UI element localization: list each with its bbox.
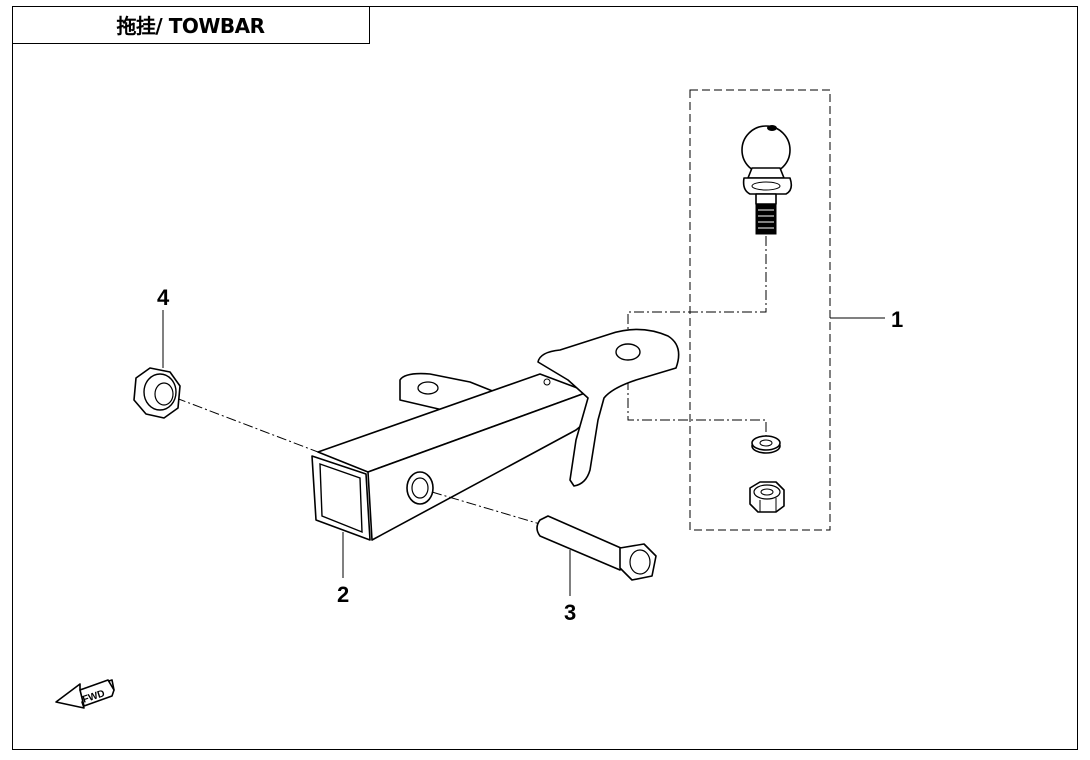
ball-axis-line bbox=[627, 236, 767, 340]
title-box: 拖挂/ TOWBAR bbox=[12, 6, 370, 44]
hitch-pin-bolt bbox=[536, 515, 657, 581]
callout-2: 2 bbox=[337, 582, 349, 607]
hex-nut-ball bbox=[749, 481, 785, 513]
forward-direction-arrow: FWD bbox=[55, 679, 115, 709]
nut-axis-line bbox=[627, 380, 767, 440]
callout-4: 4 bbox=[157, 285, 170, 310]
towbar-receiver bbox=[311, 328, 680, 541]
flange-nut bbox=[133, 367, 181, 419]
callout-1: 1 bbox=[891, 307, 903, 332]
washer-axis-line bbox=[175, 397, 319, 453]
hitch-ball bbox=[741, 125, 793, 235]
bolt-axis-line bbox=[431, 491, 541, 525]
diagram-title: 拖挂/ TOWBAR bbox=[116, 14, 265, 38]
callout-3: 3 bbox=[564, 600, 576, 625]
lock-washer bbox=[751, 435, 781, 454]
hitch-ball-kit-box bbox=[689, 89, 831, 531]
diagram-frame bbox=[12, 6, 1078, 750]
